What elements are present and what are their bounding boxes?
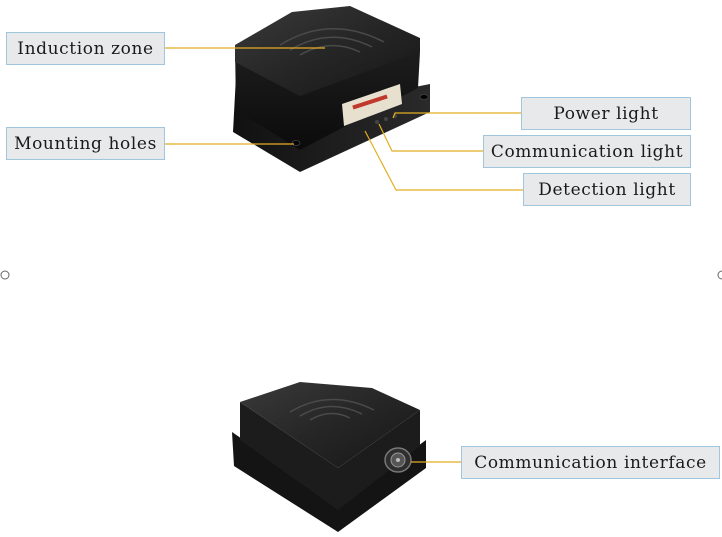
left-marker-dot [0, 270, 10, 280]
power-light-label: Power light [521, 97, 691, 130]
communication-interface-label: Communication interface [461, 446, 720, 479]
communication-light-label: Communication light [483, 135, 691, 168]
right-marker-dot [717, 270, 722, 280]
mounting-holes-label: Mounting holes [6, 127, 165, 160]
induction-zone-label: Induction zone [6, 32, 165, 65]
leader-communication-light [378, 123, 483, 152]
leader-power-light [392, 112, 521, 119]
leader-detection-light [364, 130, 523, 191]
detection-light-label: Detection light [523, 173, 691, 206]
